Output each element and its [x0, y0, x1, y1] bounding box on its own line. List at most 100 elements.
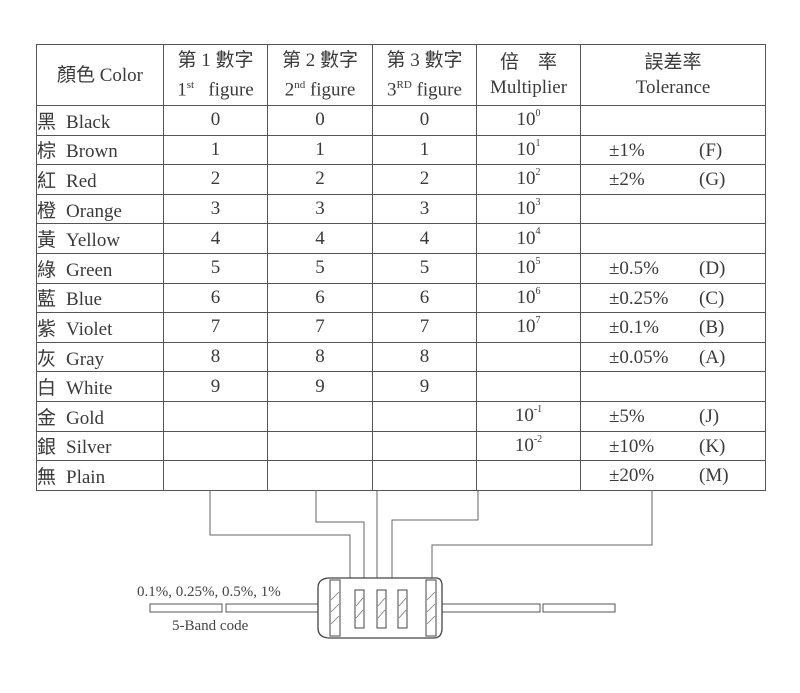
- color-name-en: White: [66, 378, 113, 400]
- third-digit-cell: 2: [372, 164, 477, 195]
- color-name-zh: 金: [37, 407, 57, 429]
- tolerance-value: ±0.1%: [609, 317, 660, 339]
- multiplier-base: 10: [516, 316, 536, 338]
- band-hatching: [330, 591, 436, 625]
- tolerance-value: ±2%: [609, 169, 645, 191]
- color-cell: 金 Gold: [36, 400, 164, 432]
- header-third-digit: 第 3 數字 3RD figure: [372, 44, 477, 106]
- color-name-en: Black: [66, 111, 111, 133]
- color-name-zh: 棕: [37, 141, 57, 163]
- five-band-code-label: 5-Band code: [172, 618, 249, 634]
- first-digit-cell: [163, 460, 268, 491]
- multiplier-cell: [476, 460, 581, 491]
- color-name-en: Gold: [66, 407, 105, 429]
- tolerance-letter: (D): [699, 257, 726, 279]
- tolerance-letter: (J): [699, 405, 720, 427]
- color-name-en: Yellow: [66, 230, 121, 252]
- color-name-en: Silver: [66, 437, 112, 459]
- band-3: [376, 589, 387, 629]
- multiplier-cell: 104: [476, 223, 581, 254]
- second-digit-cell: 0: [267, 105, 373, 136]
- color-name-en: Violet: [66, 318, 113, 340]
- tolerance-cell: ±0.1%(B): [580, 312, 766, 343]
- multiplier-cell: 106: [476, 282, 581, 314]
- multiplier-base: 10: [516, 109, 536, 131]
- tolerance-value: ±20%: [609, 465, 655, 487]
- color-name-zh: 無: [37, 466, 57, 488]
- second-digit-cell: [267, 400, 373, 432]
- color-cell: 無 Plain: [36, 460, 164, 491]
- second-digit-cell: 7: [267, 312, 373, 343]
- multiplier-cell: 101: [476, 134, 581, 166]
- header-row: 顏色 Color 第 1 數字 1st figure 第 2 數字 2nd fi…: [36, 44, 766, 106]
- multiplier-base: 10: [514, 405, 534, 427]
- color-name-zh: 銀: [37, 437, 57, 459]
- multiplier-cell: 103: [476, 193, 581, 225]
- second-digit-cell: 6: [267, 282, 373, 314]
- color-name-en: Green: [66, 259, 113, 281]
- band-2: [354, 589, 365, 629]
- header-first-digit: 第 1 數字 1st figure: [163, 44, 268, 106]
- first-digit-cell: 7: [163, 312, 268, 343]
- tolerance-range-label: 0.1%, 0.25%, 0.5%, 1%: [137, 584, 281, 600]
- tolerance-value: ±10%: [609, 435, 655, 457]
- tolerance-value: ±0.5%: [609, 257, 660, 279]
- tolerance-cell: ±0.5% (D): [580, 252, 766, 284]
- third-digit-cell: 6: [372, 282, 477, 314]
- multiplier-base: 10: [516, 286, 536, 308]
- header-second-digit: 第 2 數字 2nd figure: [267, 44, 373, 106]
- header-tolerance: 誤差率 Tolerance: [580, 44, 766, 106]
- tolerance-value: ±0.25%: [609, 287, 669, 309]
- multiplier-exponent: 7: [535, 315, 541, 327]
- color-name-zh: 紫: [37, 318, 57, 340]
- tolerance-cell: [580, 105, 766, 136]
- second-digit-cell: 2: [267, 164, 373, 195]
- color-name-zh: 白: [37, 378, 57, 400]
- multiplier-exponent: 2: [535, 167, 541, 179]
- color-name-zh: 紅: [37, 170, 57, 192]
- color-name-zh: 黃: [37, 230, 57, 252]
- color-name-zh: 黑: [37, 111, 57, 133]
- first-digit-cell: 2: [163, 164, 268, 195]
- tolerance-letter: (G): [699, 169, 726, 191]
- multiplier-exponent: 0: [535, 107, 541, 119]
- first-digit-cell: 1: [163, 134, 268, 166]
- first-digit-cell: 8: [163, 341, 268, 373]
- tolerance-letter: (F): [699, 139, 723, 161]
- tolerance-letter: (A): [699, 346, 726, 368]
- second-digit-cell: 1: [267, 134, 373, 166]
- tolerance-letter: (M): [699, 465, 729, 487]
- color-cell: 黑 Black: [36, 105, 164, 136]
- tolerance-value: ±5%: [609, 405, 645, 427]
- color-name-zh: 藍: [37, 289, 57, 311]
- color-cell: 紅 Red: [36, 164, 164, 195]
- multiplier-base: 10: [516, 168, 536, 190]
- tolerance-value: ±0.05%: [609, 346, 669, 368]
- multiplier-exponent: 4: [535, 226, 541, 238]
- third-digit-cell: 4: [372, 223, 477, 254]
- multiplier-exponent: -1: [533, 403, 543, 415]
- color-name-en: Red: [66, 170, 97, 192]
- color-cell: 紫 Violet: [36, 312, 164, 343]
- color-name-en: Plain: [66, 466, 106, 488]
- tolerance-cell: [580, 223, 766, 254]
- multiplier-cell: [476, 341, 581, 373]
- third-digit-cell: [372, 460, 477, 491]
- multiplier-exponent: -2: [533, 433, 543, 445]
- multiplier-cell: 105: [476, 252, 581, 284]
- first-digit-cell: [163, 430, 268, 462]
- multiplier-base: 10: [516, 257, 536, 279]
- color-name-en: Gray: [66, 348, 104, 370]
